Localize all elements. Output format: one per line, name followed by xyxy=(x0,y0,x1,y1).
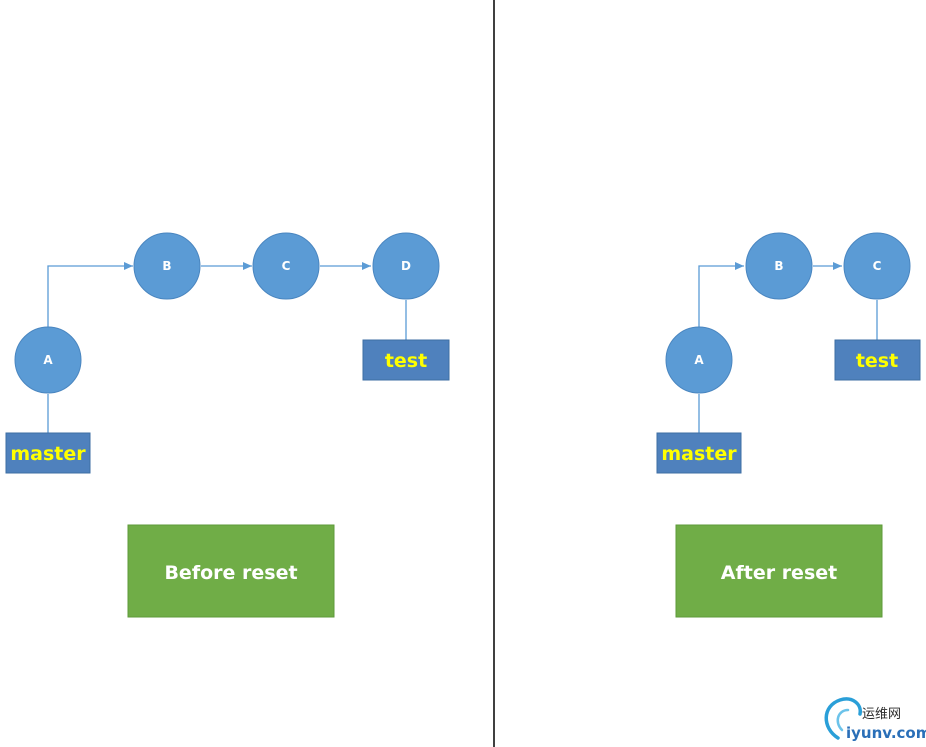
commit-node-d: D xyxy=(372,232,440,300)
branch-tag-test: test xyxy=(834,339,921,381)
commit-node-c: C xyxy=(843,232,911,300)
commit-label: D xyxy=(401,259,411,273)
commit-label: C xyxy=(873,259,882,273)
after-panel: A B C master test After reset xyxy=(656,232,921,618)
caption-box-after: After reset xyxy=(675,524,883,618)
commit-node-c: C xyxy=(252,232,320,300)
commit-label: B xyxy=(162,259,171,273)
watermark-cn-text: 运维网 xyxy=(862,707,901,722)
commit-node-a: A xyxy=(665,326,733,394)
commit-label: B xyxy=(774,259,783,273)
branch-label: test xyxy=(385,350,427,372)
caption-text: Before reset xyxy=(164,562,297,584)
branch-label: master xyxy=(10,443,86,465)
commit-label: A xyxy=(43,353,53,367)
edge-a-b xyxy=(698,262,744,327)
commit-node-b: B xyxy=(133,232,201,300)
branch-label: test xyxy=(856,350,898,372)
watermark: 运维网 iyunv.com xyxy=(824,697,926,742)
edge-a-b xyxy=(47,262,133,327)
commit-node-b: B xyxy=(745,232,813,300)
caption-box-before: Before reset xyxy=(127,524,335,618)
before-panel: A B C D master test Before reset xyxy=(5,232,450,618)
swirl-logo-icon xyxy=(824,697,862,740)
watermark-en-text: iyunv.com xyxy=(846,724,926,742)
branch-tag-master: master xyxy=(5,432,91,474)
commit-label: A xyxy=(694,353,704,367)
branch-label: master xyxy=(661,443,737,465)
branch-tag-test: test xyxy=(362,339,450,381)
branch-tag-master: master xyxy=(656,432,742,474)
commit-node-a: A xyxy=(14,326,82,394)
caption-text: After reset xyxy=(721,562,837,584)
commit-label: C xyxy=(282,259,291,273)
